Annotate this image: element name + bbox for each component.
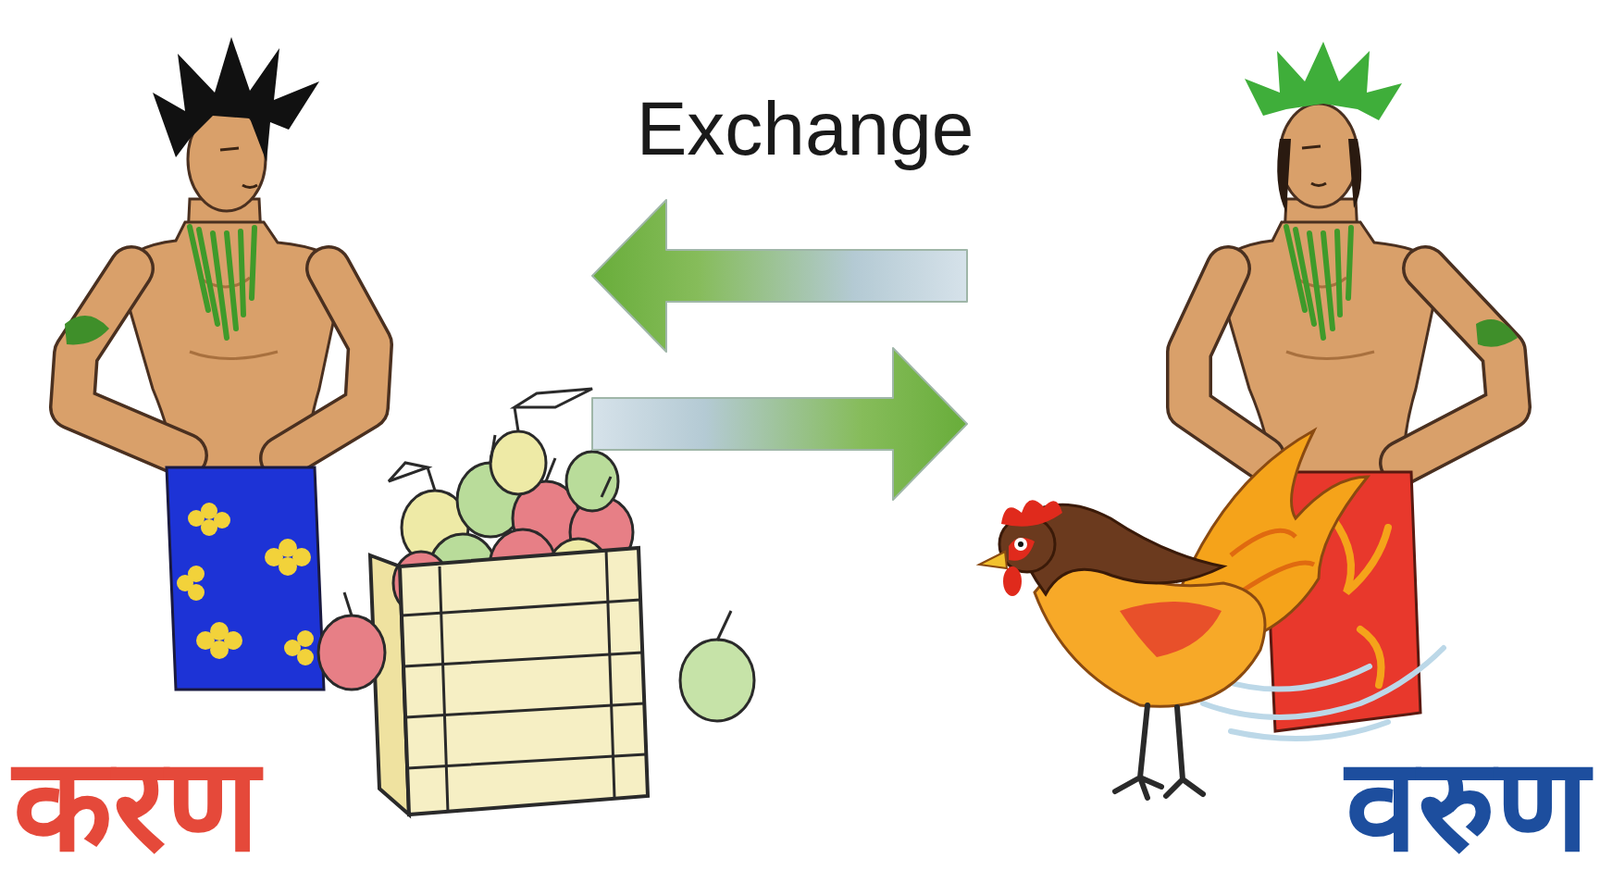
apple-crate-part xyxy=(344,592,352,616)
man-figure-left-part xyxy=(297,648,314,666)
rooster-part xyxy=(1115,705,1204,798)
man-figure-right-part xyxy=(1332,518,1389,685)
man-figure-left-part xyxy=(72,268,186,456)
man-figure-left-part xyxy=(189,226,255,338)
person-node: वरुण xyxy=(967,0,1600,880)
man-figure-left-part xyxy=(213,511,231,529)
man-figure-right-part xyxy=(1189,268,1264,459)
apple-crate-part xyxy=(401,549,646,813)
apple-crate-part xyxy=(427,407,611,497)
rooster-part xyxy=(1003,566,1022,596)
apple-crate-part xyxy=(439,549,615,813)
man-figure-left-part xyxy=(297,630,314,647)
rooster-part xyxy=(1017,541,1024,547)
exchange-arrow xyxy=(592,199,968,352)
man-figure-right-part xyxy=(1279,103,1358,208)
apple-crate-part xyxy=(514,388,593,408)
man-figure-right-part xyxy=(1244,41,1402,121)
man-figure-left-part xyxy=(64,315,110,345)
rooster-part xyxy=(1008,537,1035,561)
man-figure-left-part xyxy=(152,37,320,162)
man-figure-left-part xyxy=(292,547,311,567)
rooster-part xyxy=(1230,530,1315,593)
man-figure-left-part xyxy=(187,583,205,601)
person-name: करण xyxy=(12,730,260,880)
apple-crate-part xyxy=(717,610,732,641)
man-figure-right-part xyxy=(1302,146,1327,187)
man-figure-left-part xyxy=(220,148,258,188)
apple-crate-part xyxy=(388,462,428,482)
apple-crate-part xyxy=(318,592,755,721)
man-figure-left xyxy=(64,37,371,690)
apple-crate-part xyxy=(566,451,619,511)
man-figure-left-part xyxy=(223,631,243,650)
man-figure-right-part xyxy=(1475,319,1518,348)
man-figure-right-part xyxy=(1189,41,1518,474)
man-figure-left-part xyxy=(166,467,324,690)
man-figure-left-part xyxy=(282,268,371,459)
man-figure-right-part xyxy=(1401,268,1509,463)
man-figure-right-part xyxy=(1189,268,1264,459)
exchange-arrow xyxy=(592,347,968,500)
man-figure-right-part xyxy=(1286,226,1352,338)
man-figure-left-part xyxy=(72,268,186,456)
man-figure-right-part xyxy=(1401,268,1509,463)
apple-crate-part xyxy=(318,615,385,690)
apple-crate xyxy=(318,388,755,815)
apple-crate-part xyxy=(490,431,546,495)
apple-crate-part xyxy=(680,639,755,721)
man-figure-left-part xyxy=(176,502,314,666)
man-figure-right-part xyxy=(1277,138,1362,213)
rooster-part xyxy=(1119,601,1222,658)
exchange-label: Exchange xyxy=(545,85,1065,173)
person-name: वरुण xyxy=(1345,730,1589,880)
rooster-part xyxy=(1001,499,1063,526)
man-figure-left-part xyxy=(187,565,205,583)
man-figure-left-part xyxy=(282,268,371,459)
apple-crate-part xyxy=(399,547,648,815)
rooster-part xyxy=(979,551,1007,569)
person-node: करण xyxy=(0,0,593,880)
rooster-part xyxy=(1014,537,1028,551)
